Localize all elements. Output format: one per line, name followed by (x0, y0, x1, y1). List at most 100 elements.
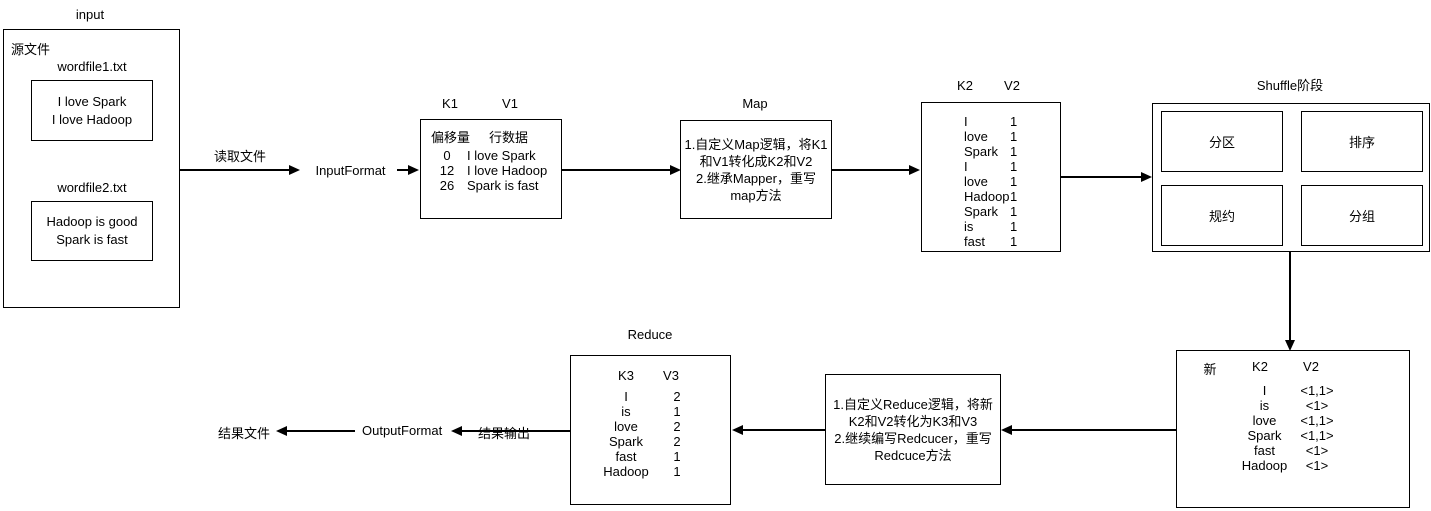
table-cell: love (964, 129, 988, 144)
table-cell: 1 (1010, 204, 1018, 219)
table-cell: is (1259, 398, 1270, 413)
table-cell: 1 (1010, 159, 1018, 174)
table-cell: 1 (673, 449, 681, 464)
table-cell: 0 (443, 148, 451, 163)
arrow-map-to-k2v2-shaft (832, 169, 911, 171)
new-v2-header: V2 (1303, 359, 1319, 374)
table-row: Hadoop <1> (1177, 458, 1409, 473)
file1-line: I love Hadoop (51, 111, 133, 127)
table-row: is 1 (922, 219, 1060, 234)
k3-header: K3 (618, 368, 634, 383)
table-cell: <1,1> (1300, 428, 1334, 443)
table-cell: Hadoop (1241, 458, 1288, 473)
file2-name: wordfile2.txt (57, 180, 127, 195)
outputformat-label: OutputFormat (362, 423, 443, 438)
input-box: 源文件 wordfile1.txt I love Spark I love Ha… (3, 29, 180, 308)
v3-header: V3 (663, 368, 679, 383)
table-cell: 1 (1010, 234, 1018, 249)
result-output-label: 结果输出 (477, 426, 530, 441)
arrow-shuffle-to-newk2v2-shaft (1289, 252, 1291, 341)
table-row: love 1 (922, 129, 1060, 144)
arrow-k1v1-to-map-shaft (562, 169, 672, 171)
file1-name: wordfile1.txt (57, 59, 127, 74)
arrow-left-icon (451, 426, 462, 436)
table-cell: love (614, 419, 638, 434)
arrow-outputformat-to-resultfile-shaft (287, 430, 355, 432)
table-cell: I (624, 389, 628, 404)
v2-header: V2 (1004, 78, 1020, 93)
source-files-label: 源文件 (11, 42, 51, 57)
table-cell: 1 (673, 464, 681, 479)
arrow-newk2v2-to-reducelogic-shaft (1012, 429, 1176, 431)
table-cell: I (1262, 383, 1267, 398)
table-cell: 1 (673, 404, 681, 419)
shuffle-stage-combine: 规约 (1161, 185, 1283, 246)
arrow-k2v2-to-shuffle-shaft (1061, 176, 1143, 178)
table-cell: Spark (964, 144, 998, 159)
table-cell: I love Hadoop (467, 163, 548, 178)
new-k2v2-rows: I<1,1>is<1>love<1,1>Spark<1,1>fast<1>Had… (1177, 383, 1409, 473)
table-cell: 2 (673, 389, 681, 404)
table-cell: 26 (439, 178, 455, 193)
table-cell: Spark (609, 434, 643, 449)
shuffle-box: 分区 排序 规约 分组 (1152, 103, 1430, 252)
table-row: I <1,1> (1177, 383, 1409, 398)
arrow-left-icon (1001, 425, 1012, 435)
table-cell: Spark is fast (467, 178, 539, 193)
table-cell: <1,1> (1300, 413, 1334, 428)
shuffle-stage-group: 分组 (1301, 185, 1423, 246)
table-row: 26 Spark is fast (429, 178, 561, 193)
new-prefix-header: 新 (1203, 362, 1217, 377)
table-cell: <1> (1305, 398, 1329, 413)
table-cell: Hadoop (964, 189, 1010, 204)
arrow-left-icon (732, 425, 743, 435)
table-cell: 12 (439, 163, 455, 178)
map-step: 2.继承Mapper，重写map方法 (696, 170, 816, 203)
table-cell: <1,1> (1300, 383, 1334, 398)
table-row: love 2 (571, 419, 730, 434)
file2-content-box: Hadoop is good Spark is fast (31, 201, 153, 261)
arrow-reducelogic-to-k3v3-shaft (743, 429, 825, 431)
arrow-down-icon (1285, 340, 1295, 351)
table-cell: 1 (1010, 129, 1018, 144)
arrow-right-icon (289, 165, 300, 175)
arrow-left-icon (276, 426, 287, 436)
table-cell: <1> (1305, 458, 1329, 473)
table-cell: 1 (1010, 219, 1018, 234)
table-cell: fast (1254, 443, 1275, 458)
shuffle-stage-sort: 排序 (1301, 111, 1423, 172)
table-cell: <1> (1305, 443, 1329, 458)
table-cell: Spark (1247, 428, 1282, 443)
file1-line: I love Spark (57, 93, 127, 109)
table-cell: 1 (1010, 174, 1018, 189)
table-cell: 2 (673, 419, 681, 434)
table-row: Hadoop 1 (571, 464, 730, 479)
table-row: fast <1> (1177, 443, 1409, 458)
table-row: 12 I love Hadoop (429, 163, 561, 178)
reduce-step: 1.自定义Reduce逻辑，将新K2和V2转化为K3和V3 (833, 396, 993, 429)
table-cell: love (1252, 413, 1277, 428)
arrow-right-icon (1141, 172, 1152, 182)
input-title: input (75, 7, 105, 22)
table-cell: Hadoop (603, 464, 649, 479)
map-box: 1.自定义Map逻辑，将K1和V1转化成K2和V2 2.继承Mapper，重写m… (680, 120, 832, 219)
table-cell: 1 (1010, 144, 1018, 159)
v1-header: V1 (502, 96, 518, 111)
shuffle-stage-partition: 分区 (1161, 111, 1283, 172)
map-step: 1.自定义Map逻辑，将K1和V1转化成K2和V2 (684, 136, 828, 169)
table-cell: is (964, 219, 974, 234)
arrow-k3v3-to-outputformat-shaft (462, 430, 570, 432)
